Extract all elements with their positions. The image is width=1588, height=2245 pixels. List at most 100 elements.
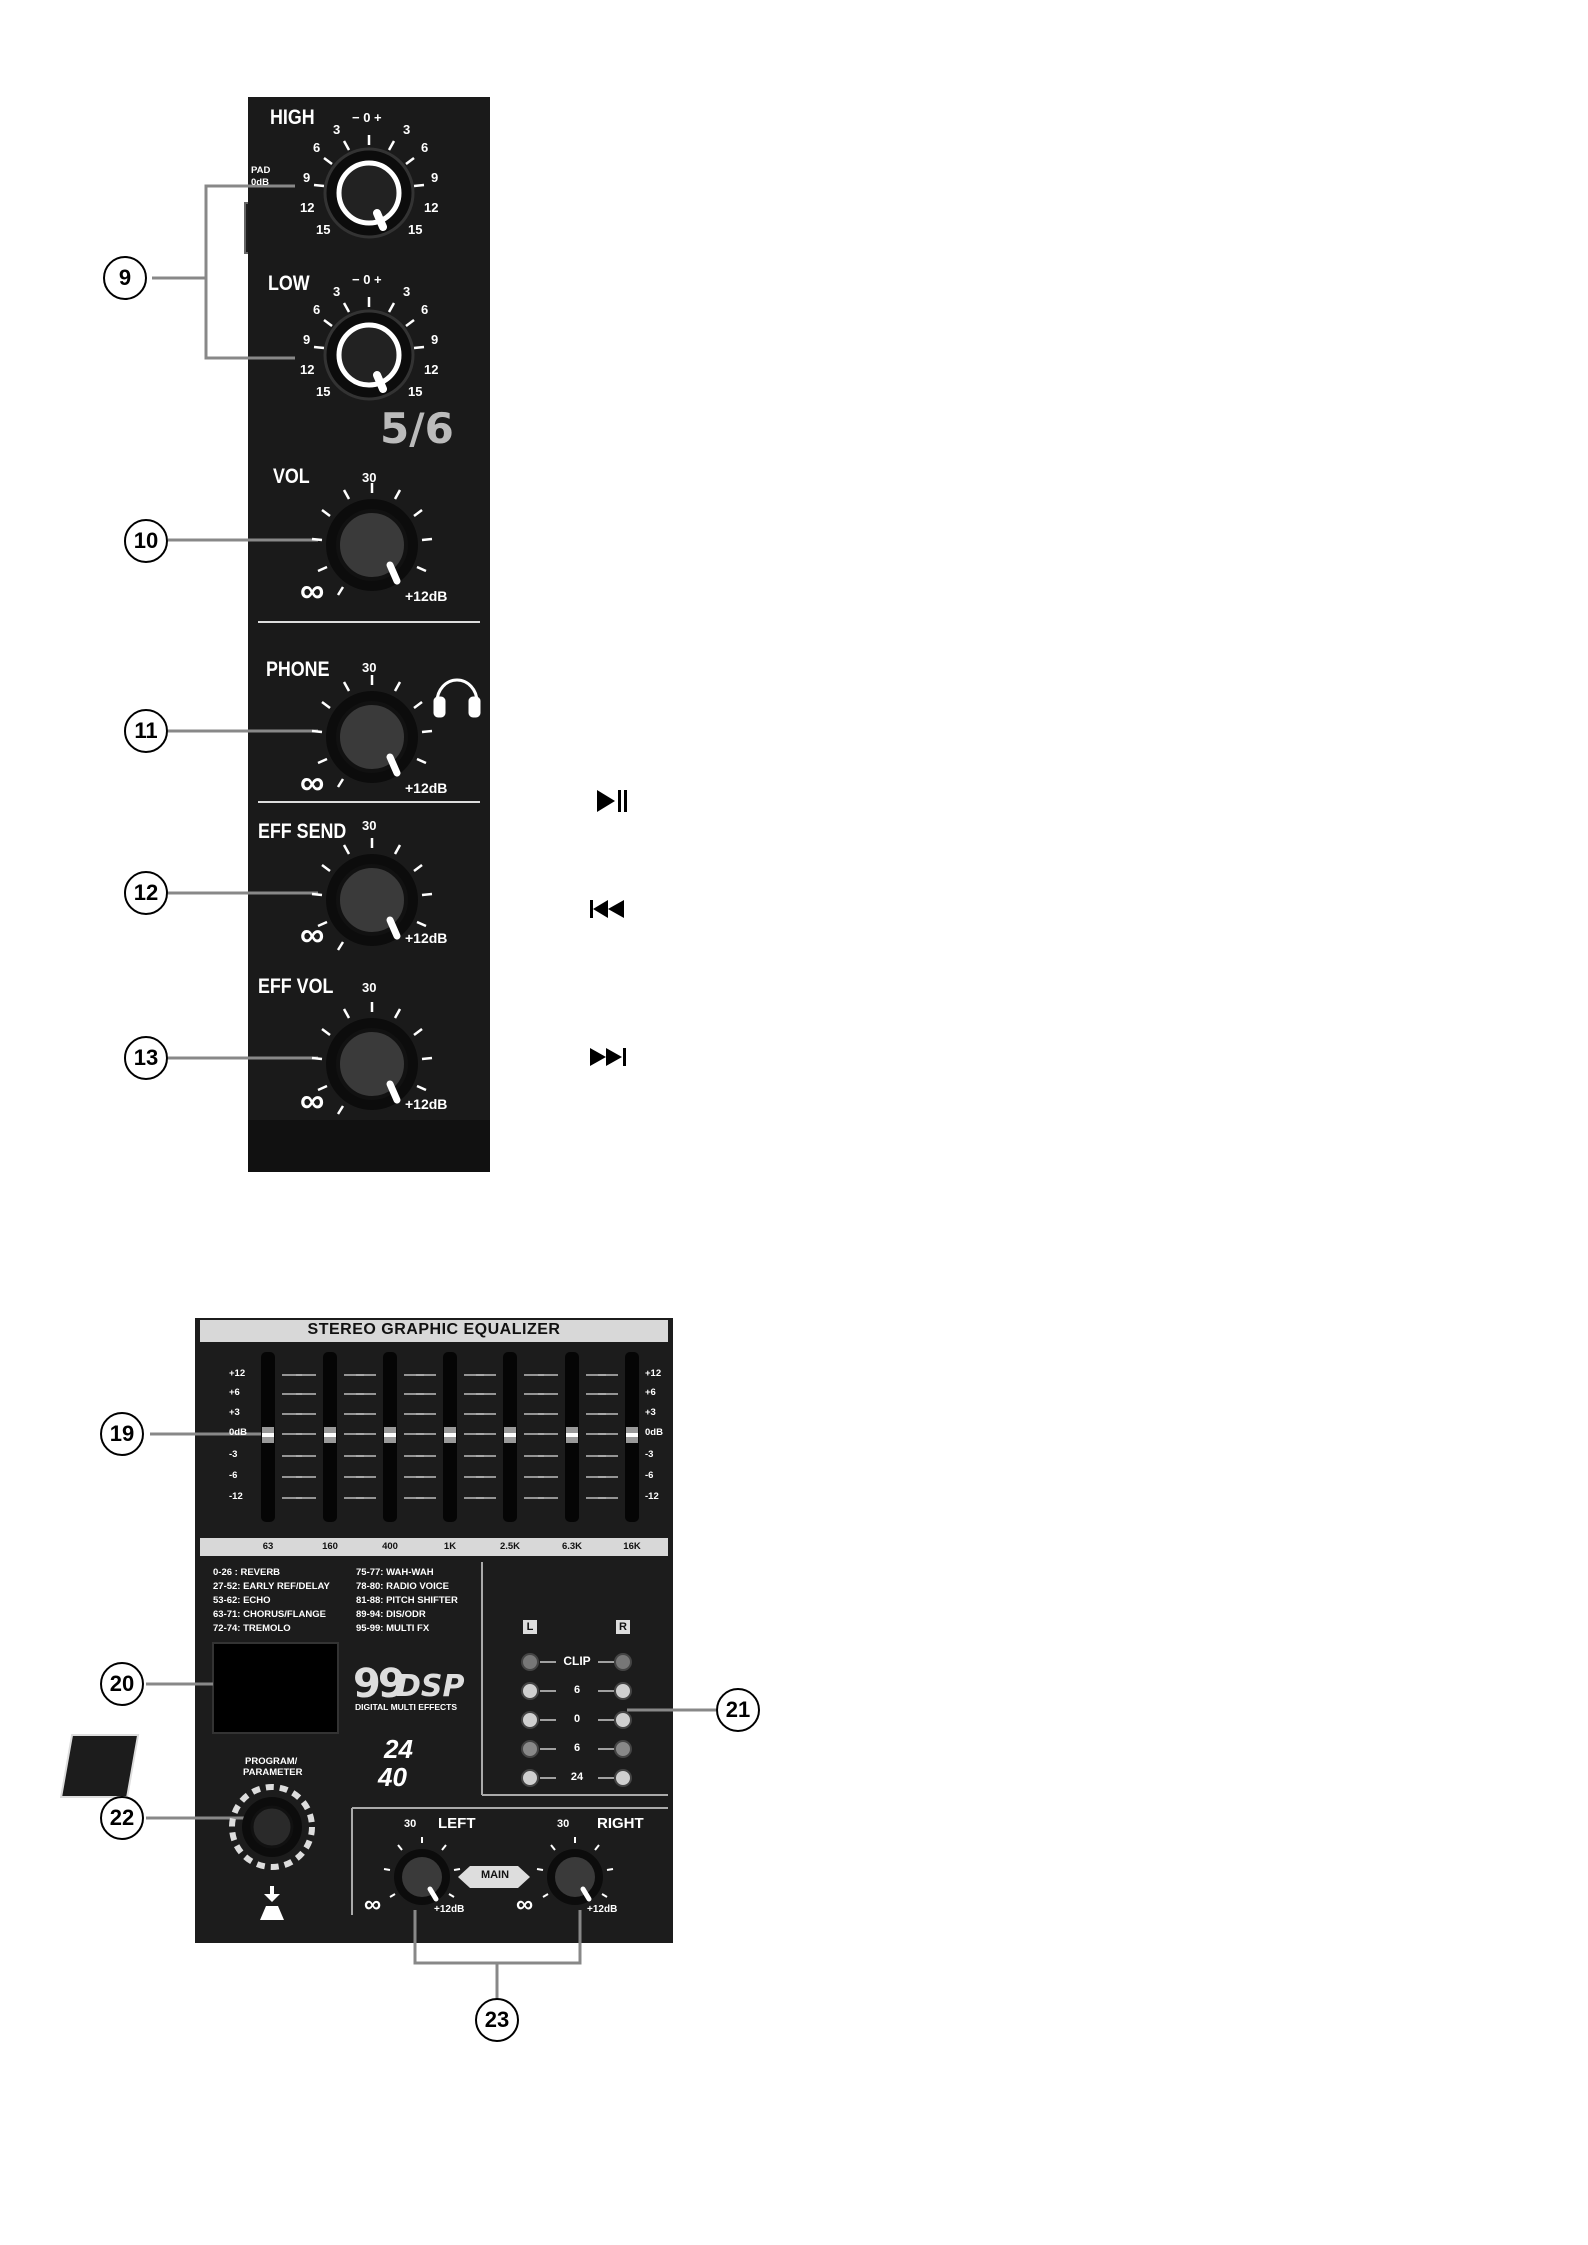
band-label: 63 bbox=[262, 1541, 274, 1552]
eff-vol-scale-min: ∞ bbox=[300, 1082, 325, 1120]
eq-slider[interactable] bbox=[538, 1352, 606, 1522]
eff-vol-label: EFF VOL bbox=[258, 975, 334, 998]
high-scale-6-left: 6 bbox=[313, 140, 321, 155]
bit-badge bbox=[59, 1734, 140, 1798]
vol-scale-max: +12dB bbox=[405, 588, 448, 604]
bit-badge-bottom: 40 bbox=[378, 1762, 407, 1792]
band-label: 400 bbox=[382, 1541, 398, 1552]
band-label: 2.5K bbox=[499, 1541, 521, 1552]
effect-item: 89-94: DIS/ODR bbox=[356, 1609, 426, 1620]
db-scale-label: -6 bbox=[229, 1470, 238, 1481]
effect-item: 63-71: CHORUS/FLANGE bbox=[213, 1609, 326, 1620]
callout-23: 23 bbox=[475, 1998, 519, 2042]
eff-vol-scale-top: 30 bbox=[362, 980, 377, 995]
main-left-label: LEFT bbox=[438, 1815, 476, 1832]
callout-20: 20 bbox=[100, 1662, 144, 1706]
db-scale-label: -6 bbox=[645, 1470, 654, 1481]
phone-scale-max: +12dB bbox=[405, 780, 448, 796]
meter-led bbox=[521, 1653, 539, 1671]
meter-led bbox=[521, 1769, 539, 1787]
phone-knob bbox=[311, 675, 433, 788]
db-scale-label: -3 bbox=[645, 1449, 654, 1460]
high-scale-9-right: 9 bbox=[431, 170, 439, 185]
low-scale-15-right: 15 bbox=[408, 384, 423, 399]
high-knob bbox=[313, 135, 425, 239]
program-knob bbox=[229, 1784, 315, 1870]
callout-22: 22 bbox=[100, 1796, 144, 1840]
db-scale-label: +3 bbox=[645, 1407, 656, 1418]
effects-list-left: 0-26 : REVERB 27-52: EARLY REF/DELAY 53-… bbox=[213, 1566, 330, 1636]
db-scale-label: +12 bbox=[229, 1368, 246, 1379]
eff-send-scale-max: +12dB bbox=[405, 930, 448, 946]
band-label: 1K bbox=[443, 1541, 457, 1552]
leader-line-9 bbox=[204, 184, 295, 360]
high-scale-15-left: 15 bbox=[316, 222, 331, 237]
db-scale-label: +12 bbox=[645, 1368, 662, 1379]
main-right-scale-min: ∞ bbox=[516, 1891, 534, 1918]
high-scale-12-right: 12 bbox=[424, 200, 439, 215]
pad-label-top: PAD bbox=[251, 165, 271, 176]
effect-item: 27-52: EARLY REF/DELAY bbox=[213, 1581, 330, 1592]
effect-item: 53-62: ECHO bbox=[213, 1595, 271, 1606]
band-label: 160 bbox=[322, 1541, 338, 1552]
db-scale-label: -12 bbox=[645, 1491, 659, 1502]
eq-slider[interactable] bbox=[598, 1352, 639, 1522]
callout-21: 21 bbox=[716, 1688, 760, 1732]
callout-10: 10 bbox=[124, 519, 168, 563]
effect-item: 75-77: WAH-WAH bbox=[356, 1567, 434, 1578]
low-knob bbox=[313, 297, 425, 401]
effect-item: 72-74: TREMOLO bbox=[213, 1623, 291, 1634]
main-left-scale-max: +12dB bbox=[434, 1904, 465, 1915]
previous-track-icon bbox=[590, 900, 624, 918]
high-scale-3-right: 3 bbox=[403, 122, 411, 137]
high-scale-12-left: 12 bbox=[300, 200, 315, 215]
main-right-label: RIGHT bbox=[597, 1815, 644, 1832]
channel-number: 5/6 bbox=[380, 404, 454, 453]
eq-band-bar bbox=[200, 1538, 668, 1556]
meter-led bbox=[521, 1711, 539, 1729]
main-left-scale-top: 30 bbox=[404, 1818, 417, 1830]
db-scale-label: 0dB bbox=[645, 1427, 663, 1438]
callout-12: 12 bbox=[124, 871, 168, 915]
effect-item: 95-99: MULTI FX bbox=[356, 1623, 430, 1634]
db-scale-label: +6 bbox=[229, 1387, 240, 1398]
eff-vol-knob bbox=[311, 1002, 433, 1115]
dsp-logo-text: DSP bbox=[396, 1669, 465, 1704]
low-scale-15-left: 15 bbox=[316, 384, 331, 399]
program-display bbox=[212, 1642, 339, 1734]
vol-scale-top: 30 bbox=[362, 470, 377, 485]
low-scale-6-left: 6 bbox=[313, 302, 321, 317]
eff-send-scale-min: ∞ bbox=[300, 916, 325, 954]
next-track-icon bbox=[590, 1048, 626, 1066]
meter-led bbox=[521, 1740, 539, 1758]
eff-send-scale-top: 30 bbox=[362, 818, 377, 833]
headphone-icon bbox=[433, 678, 481, 718]
db-scale-label: 0dB bbox=[229, 1427, 247, 1438]
effect-item: 78-80: RADIO VOICE bbox=[356, 1581, 449, 1592]
db-scale-label: -3 bbox=[229, 1449, 238, 1460]
effect-item: 81-88: PITCH SHIFTER bbox=[356, 1595, 458, 1606]
eq-title: STEREO GRAPHIC EQUALIZER bbox=[307, 1321, 561, 1338]
vol-knob bbox=[311, 483, 433, 596]
low-scale-6-right: 6 bbox=[421, 302, 429, 317]
eff-send-knob bbox=[311, 838, 433, 951]
meter-left-label: L bbox=[523, 1620, 537, 1634]
vol-scale-min: ∞ bbox=[300, 572, 325, 610]
high-label: HIGH bbox=[270, 106, 315, 129]
eq-slider[interactable] bbox=[296, 1352, 364, 1522]
phone-scale-top: 30 bbox=[362, 660, 377, 675]
main-right-scale-top: 30 bbox=[557, 1818, 570, 1830]
eq-slider[interactable] bbox=[476, 1352, 544, 1522]
low-scale-12-left: 12 bbox=[300, 362, 315, 377]
high-scale-9-left: 9 bbox=[303, 170, 311, 185]
play-pause-icon bbox=[597, 790, 627, 812]
meter-led bbox=[614, 1682, 632, 1700]
meter-led bbox=[614, 1740, 632, 1758]
phone-label: PHONE bbox=[266, 658, 330, 681]
db-scale-label: +3 bbox=[229, 1407, 240, 1418]
meter-row-label: 0 bbox=[573, 1713, 581, 1725]
dsp-subtitle: DIGITAL MULTI EFFECTS bbox=[355, 1702, 457, 1712]
eq-title-bar bbox=[200, 1320, 668, 1342]
